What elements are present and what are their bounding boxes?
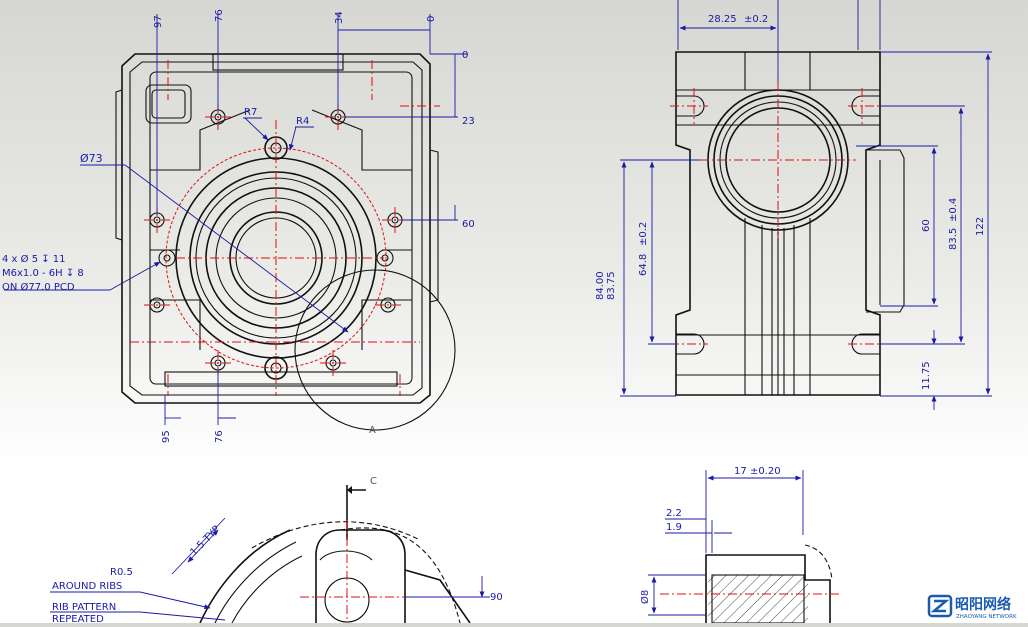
dim-17: 17 [734, 466, 747, 477]
section-label-c: C [370, 476, 377, 487]
dim-17-tol: ±0.20 [750, 466, 781, 477]
dim-2-2: 2.2 [666, 508, 682, 519]
dim-r0-5: R0.5 [110, 567, 133, 578]
dim-97: 97 [153, 15, 164, 28]
dim-28-25: 28.25 [708, 14, 737, 25]
hole-note-line-3: ON Ø77.0 PCD [2, 281, 75, 293]
watermark-cn: 昭阳网络 [955, 596, 1011, 613]
radius-r7: R7 [244, 107, 257, 118]
dim-34: 34 [334, 11, 345, 24]
side-view: 28.25 ±0.2 84.00 83.75 64.8 ±0.2 60 83.5… [595, 0, 992, 410]
dim-76-bottom: 76 [214, 430, 225, 443]
dim-95: 95 [161, 430, 172, 443]
dim-64-8-tol: ±0.2 [638, 222, 649, 246]
watermark-en: ZHAOYANG NETWORK [956, 614, 1017, 620]
hole-note-line-1: 4 x Ø 5 ↧ 11 [2, 253, 66, 265]
note-repeated: REPEATED [52, 614, 104, 623]
watermark-z-glyph-icon [930, 599, 950, 613]
dim-64-8: 64.8 [638, 254, 649, 276]
dim-1-5-typ: 1.5 TYP [188, 524, 222, 558]
watermark-logo: 昭阳网络 ZHAOYANG NETWORK [927, 594, 1017, 620]
dim-diameter-73: Ø73 [80, 152, 103, 165]
dim-76-top: 76 [214, 9, 225, 22]
dim-60: 60 [462, 219, 475, 230]
dim-0-top: 0 [426, 16, 437, 22]
bottom-left-detail: C 1.5 TYP R0.5 AROUND RIBS RIB PATTERN R… [50, 476, 503, 625]
dim-122: 122 [975, 217, 986, 236]
note-around-ribs: AROUND RIBS [52, 581, 122, 592]
dim-28-25-tol: ±0.2 [744, 14, 768, 25]
dim-0-right: 0 [462, 50, 468, 61]
hole-note-line-2: M6x1.0 - 6H ↧ 8 [2, 268, 84, 279]
dim-83-5: 83.5 [948, 228, 959, 250]
front-view: 97 76 34 0 0 23 60 95 76 R7 R4 Ø73 4 x Ø… [2, 9, 475, 443]
dim-84-00: 84.00 [595, 271, 606, 300]
dim-83-75: 83.75 [606, 271, 617, 300]
dim-90: 90 [490, 592, 503, 603]
dim-11-75: 11.75 [921, 361, 932, 390]
bottom-right-detail: 17 ±0.20 2.2 1.9 Ø8 [639, 466, 840, 624]
dim-23: 23 [462, 116, 475, 127]
dim-1-9: 1.9 [666, 522, 682, 533]
radius-r4: R4 [296, 116, 309, 127]
watermark-z-icon [927, 594, 953, 618]
detail-label-a: A [369, 425, 376, 436]
dim-60-side: 60 [921, 219, 932, 232]
dim-83-5-tol: ±0.4 [948, 198, 959, 222]
note-rib-pattern: RIB PATTERN [52, 602, 116, 613]
dim-diameter-8: Ø8 [639, 590, 651, 604]
